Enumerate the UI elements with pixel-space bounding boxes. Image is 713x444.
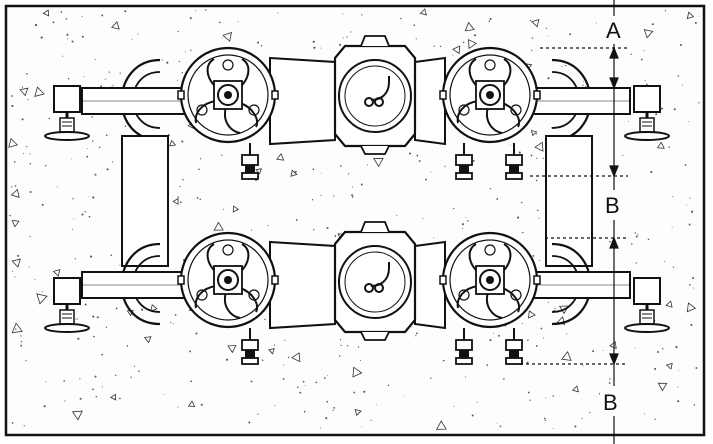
upper-valve-assembly [43, 34, 671, 180]
dimension-lines [520, 0, 628, 444]
dimension-label-b-lower: B [603, 390, 618, 415]
dimension-label-b-upper: B [605, 193, 620, 218]
dimension-label-a: A [606, 18, 621, 43]
lower-valve-assembly [43, 220, 671, 365]
